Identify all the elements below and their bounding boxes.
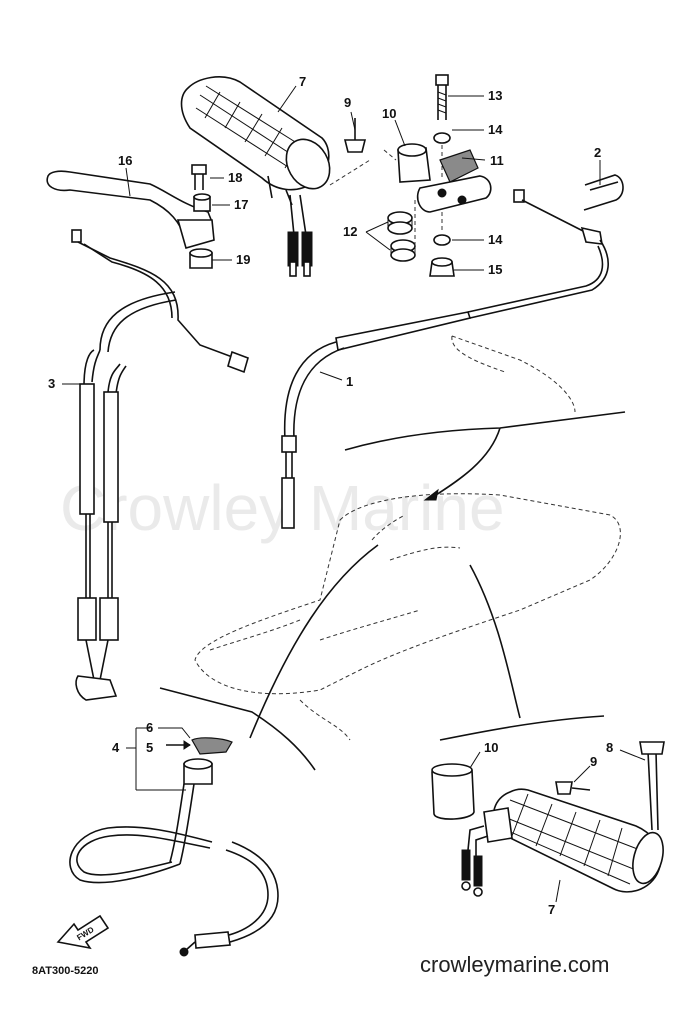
screw-9-bottom: [555, 781, 591, 795]
callout-14-upper: 14: [488, 122, 503, 137]
clip-8: [639, 741, 665, 831]
callout-16: 16: [118, 153, 132, 168]
callout-1: 1: [346, 374, 353, 389]
callout-11: 11: [490, 153, 504, 168]
left-grip-bottom: [461, 788, 664, 897]
callout-leaders: [62, 85, 646, 903]
callout-10-top: 10: [382, 106, 396, 121]
callout-17: 17: [234, 197, 248, 212]
callout-15: 15: [488, 262, 502, 277]
bolt-18: [191, 164, 207, 190]
source-site: crowleymarine.com: [420, 952, 610, 977]
callout-3: 3: [48, 376, 55, 391]
handlebar-outline: [194, 335, 621, 741]
nut-19: [189, 248, 213, 269]
callout-18: 18: [228, 170, 242, 185]
callout-7-top: 7: [299, 74, 306, 89]
throttle-cable-1: [281, 189, 609, 529]
callout-13: 13: [488, 88, 502, 103]
assembly-leaders: [159, 411, 626, 771]
grommets-12: [387, 200, 416, 262]
collar-10-bottom: [431, 763, 475, 820]
clip-2: [583, 174, 624, 211]
callout-9-top: 9: [344, 95, 351, 110]
cable-assembly-3: [71, 229, 249, 701]
collar-17: [193, 193, 211, 212]
screw-9-top: [329, 118, 371, 186]
forward-arrow-icon: FWD: [56, 914, 110, 950]
throttle-housing-hardware: [416, 74, 492, 277]
callout-7-bottom: 7: [548, 902, 555, 917]
callout-10-bottom: 10: [484, 740, 498, 755]
callout-19: 19: [236, 252, 250, 267]
callout-8: 8: [606, 740, 613, 755]
right-grip-top: [180, 76, 331, 277]
collar-10-top: [383, 143, 431, 183]
stop-switch-4: [69, 737, 279, 957]
callout-6: 6: [146, 720, 153, 735]
lever-16: [46, 170, 215, 249]
callout-12: 12: [343, 224, 357, 239]
document-code: 8AT300-5220: [32, 965, 98, 977]
callout-4: 4: [112, 740, 120, 755]
callout-5: 5: [146, 740, 153, 755]
callout-labels: 7 9 10 13 14 11 2 12 14 15 16 18 17 19 3…: [48, 74, 613, 917]
callout-9-bottom: 9: [590, 754, 597, 769]
callout-14-lower: 14: [488, 232, 503, 247]
callout-2: 2: [594, 145, 601, 160]
